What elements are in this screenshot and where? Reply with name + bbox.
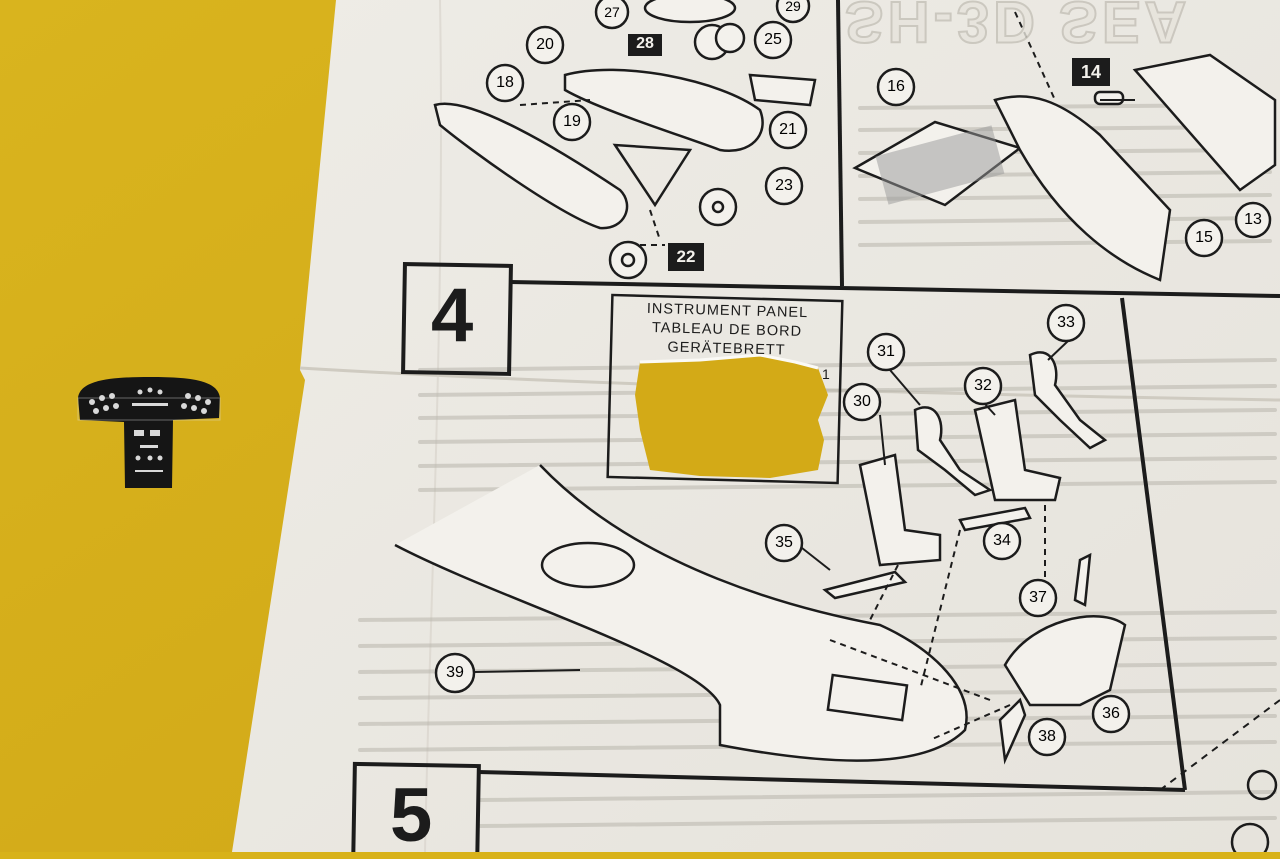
instrument-panel-decal: [77, 377, 221, 488]
callout-circles: [434, 0, 1272, 757]
callout-33: 33: [1057, 314, 1075, 331]
callout-22: 22: [676, 247, 696, 266]
callout-32: 32: [974, 377, 992, 394]
landing-gear-drawing: [433, 0, 817, 280]
callout-21: 21: [779, 121, 797, 138]
instrument-panel-frame: [606, 293, 844, 485]
callout-leaders: [473, 340, 1069, 673]
step-5-box: [351, 761, 481, 852]
step-frames: [477, 0, 1280, 792]
callout-20: 20: [536, 36, 554, 53]
step-4-box: [401, 262, 513, 376]
seats-drawing: [822, 351, 1127, 765]
step-5-number: 5: [390, 773, 433, 858]
callout-28: 28: [636, 35, 654, 52]
callout-37: 37: [1029, 589, 1047, 606]
stray-mark: 1: [822, 366, 830, 382]
callout-39: 39: [446, 664, 464, 681]
callout-solid-boxes: [628, 34, 1110, 271]
cockpit-floor-drawing: [394, 464, 968, 762]
callout-36: 36: [1102, 705, 1120, 722]
callout-27: 27: [604, 4, 620, 20]
callout-29: 29: [785, 0, 801, 14]
callout-19: 19: [563, 113, 581, 130]
callout-30: 30: [853, 393, 871, 410]
callout-25: 25: [764, 31, 782, 48]
model-title: SH-3D SEA: [844, 0, 1191, 55]
step-14-number: 14: [1080, 62, 1102, 82]
callout-38: 38: [1038, 728, 1056, 745]
callout-16: 16: [887, 78, 905, 95]
callout-13: 13: [1244, 211, 1262, 228]
callout-31: 31: [877, 343, 895, 360]
tail-parts-stipple: [875, 125, 1005, 205]
instrument-panel-label: INSTRUMENT PANEL TABLEAU DE BORD GERÄTEB…: [621, 299, 832, 361]
callout-18: 18: [496, 74, 514, 91]
step-4-number: 4: [431, 273, 474, 358]
callout-23: 23: [775, 177, 793, 194]
cut-out-hole: [635, 355, 828, 478]
callout-34: 34: [993, 532, 1011, 549]
callout-35: 35: [775, 534, 793, 551]
callout-15: 15: [1195, 229, 1213, 246]
